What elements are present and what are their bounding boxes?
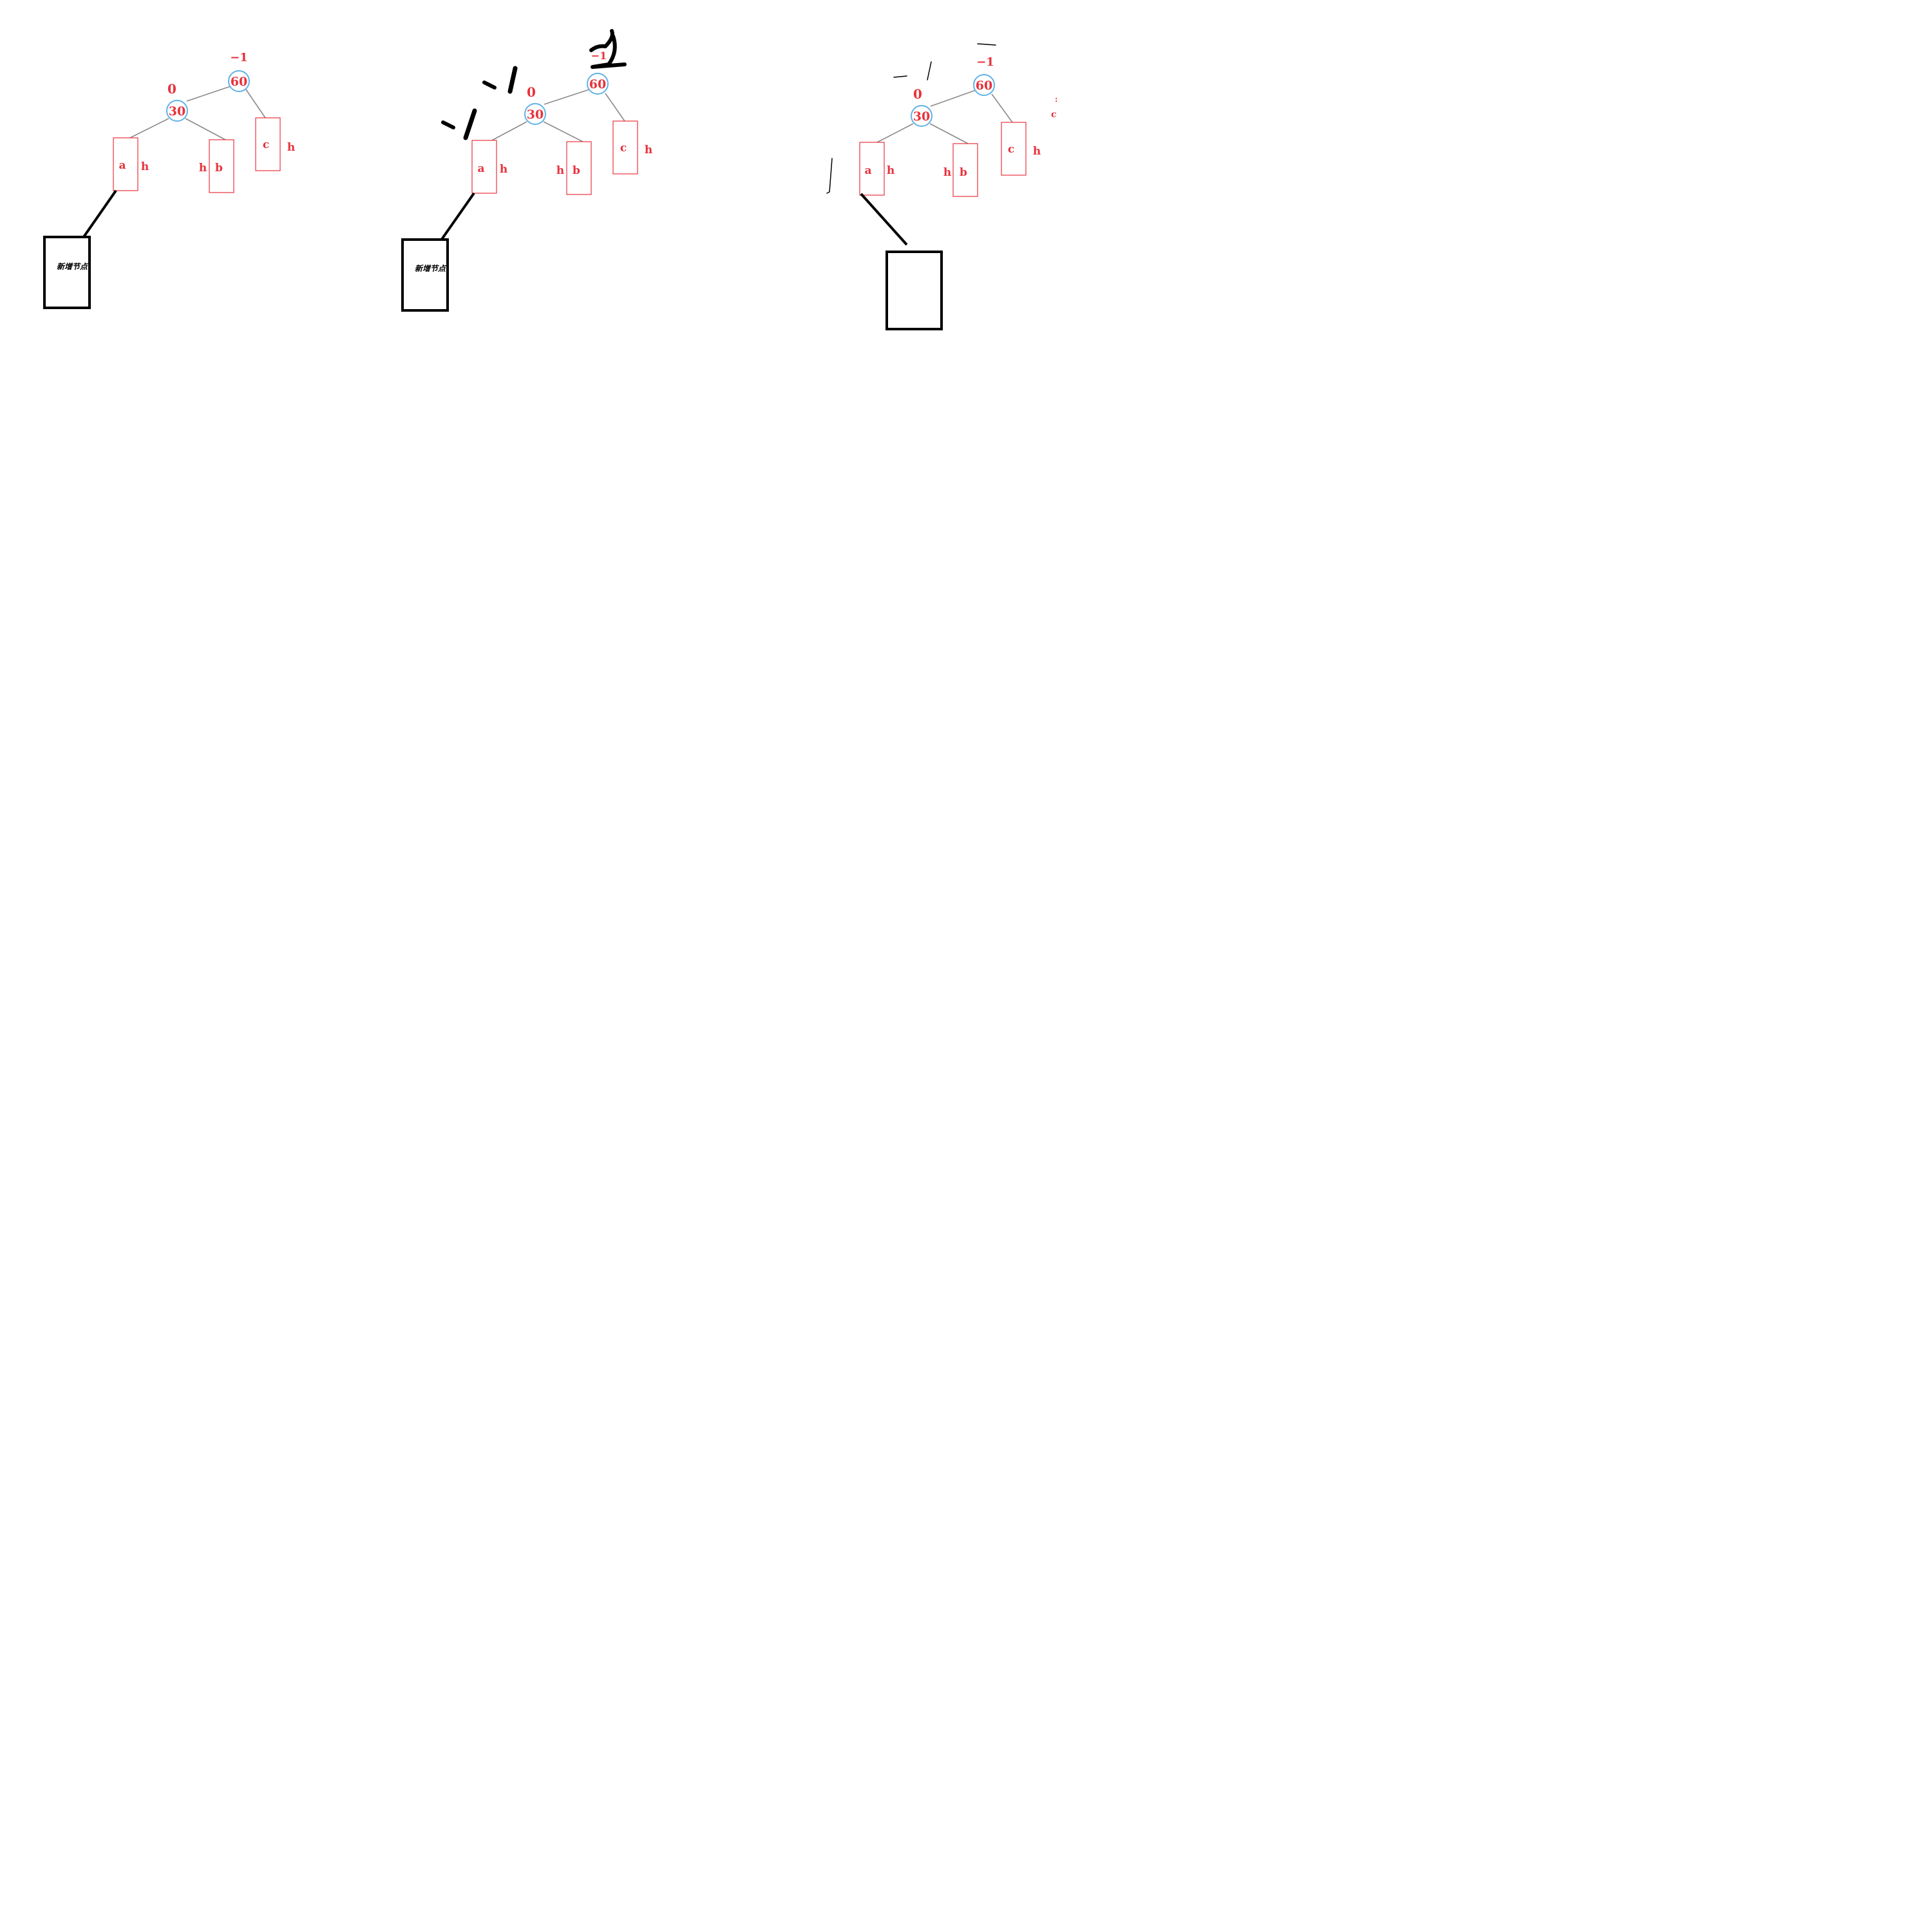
height-a: h [887,164,895,177]
sketch-stroke [826,158,833,194]
balance-factor-60: −1 [230,51,248,64]
node-60-label: 60 [231,75,247,89]
node-60 [587,73,609,95]
new-node-box [401,238,449,312]
new-node-label: 新增节点 [57,262,89,271]
balance-factor-60: −1 [591,50,607,62]
subtree-c-label: c [620,142,627,155]
edge-60-30 [186,86,231,102]
edge-30-a [489,121,527,142]
subtree-b [209,139,234,193]
subtree-c [1001,122,1027,176]
edge-60-c [245,89,266,118]
edge-30-b [929,123,970,145]
node-30-label: 30 [169,104,185,118]
subtree-c [255,117,281,171]
height-c: h [1033,145,1041,158]
new-node-label: 新增节点 [415,264,447,273]
edge-a-new-node [437,192,475,246]
edge-30-b [543,121,583,142]
height-b: h [943,166,951,179]
edge-60-30 [544,89,590,105]
handwritten-minus-1-upper [482,66,518,94]
height-c: h [287,141,295,154]
edge-a-new-node [860,193,908,246]
node-60 [228,70,250,92]
node-30 [166,100,188,122]
subtree-a [113,137,138,191]
new-node-box [43,236,91,309]
cutoff-mark: c [1051,109,1057,120]
handwritten-minus-1-lower [441,108,477,140]
node-30 [911,105,933,127]
edge-30-b [185,118,226,140]
subtree-b-label: b [960,166,967,179]
sketch-stroke [893,75,907,78]
balance-factor-30: 0 [913,86,922,102]
edge-60-30 [930,90,976,107]
cutoff-mark: : [1055,95,1057,104]
edge-a-new-node [79,189,117,243]
edge-30-a [875,123,914,144]
panel-1: 60 −1 30 0 a h b h c h 新增节点 [43,51,295,309]
subtree-c-label: c [1008,143,1014,156]
subtree-b [952,143,978,197]
handwritten-2 [589,29,627,69]
edge-30-a [128,118,169,139]
subtree-a-label: a [864,164,871,177]
subtree-a [859,142,885,196]
subtree-a-label: a [118,159,126,172]
node-30-label: 30 [913,109,930,124]
height-b: h [199,162,207,175]
balance-factor-60: −1 [976,55,994,69]
node-30-label: 30 [527,108,544,122]
node-60-label: 60 [976,79,992,93]
panel-3: 60 −1 30 0 a h b h c h : c [826,43,1057,330]
subtree-a [471,140,497,194]
node-60-label: 60 [589,77,606,91]
subtree-b-label: b [573,164,580,177]
subtree-c [612,120,638,175]
height-c: h [645,144,652,156]
new-node-box [886,251,943,330]
height-a: h [500,163,507,176]
subtree-b [566,141,592,195]
sketch-stroke [977,43,996,46]
balance-factor-30: 0 [527,84,536,100]
sketch-stroke [927,61,932,80]
height-b: h [556,164,564,177]
panel-2: 60 −1 30 0 a h b h c h 新增节点 [401,29,652,312]
subtree-c-label: c [263,138,269,151]
subtree-a-label: a [477,162,484,175]
balance-factor-30: 0 [167,81,176,97]
subtree-b-label: b [215,162,223,175]
node-60 [973,74,995,96]
node-30 [524,103,546,125]
edge-60-c [605,93,625,122]
height-a: h [141,160,149,173]
edge-60-c [991,93,1013,123]
